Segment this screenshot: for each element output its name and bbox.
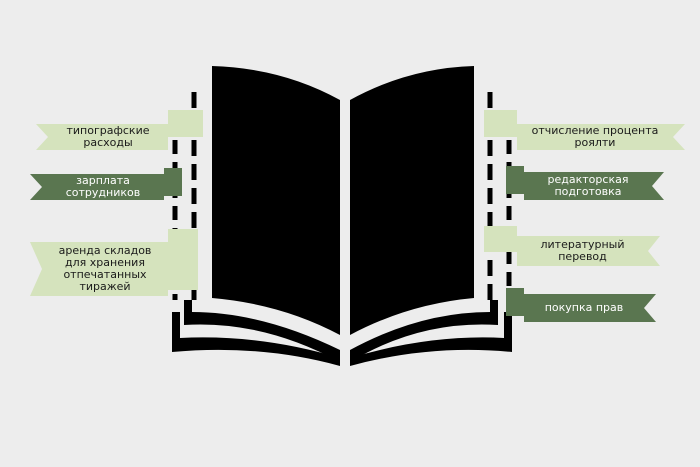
ribbon-flag-rights xyxy=(506,288,524,316)
ribbon-label-line: перевод xyxy=(558,250,607,263)
ribbon-label-line: отпечатанных xyxy=(63,268,147,281)
ribbon-label-line: подготовка xyxy=(554,185,622,198)
book-page-stack-right xyxy=(350,300,498,362)
book-base-left xyxy=(172,312,340,366)
ribbon-label-line: отчисление процента xyxy=(531,124,659,137)
ribbon-flag-printing xyxy=(168,110,203,137)
ribbon-body-rights xyxy=(524,294,656,322)
ribbon-label-line: расходы xyxy=(83,136,133,149)
ribbon-label-line: тиражей xyxy=(79,280,131,293)
ribbon-flag-editing xyxy=(506,166,524,194)
ribbon-label-line: сотрудников xyxy=(65,186,141,199)
ribbon-label-line: для хранения xyxy=(65,256,145,269)
ribbon-body-salary xyxy=(30,174,164,200)
ribbons-layer xyxy=(30,110,685,322)
ribbon-flag-salary xyxy=(164,168,182,196)
ribbon-body-editing xyxy=(524,172,664,200)
ribbon-label-line: редакторская xyxy=(547,173,629,186)
ribbon-label-line: аренда складов xyxy=(58,244,152,257)
ribbon-label-line: покупка прав xyxy=(544,301,624,314)
ribbon-label-line: литературный xyxy=(540,238,625,251)
ribbon-label-line: роялти xyxy=(574,136,616,149)
ribbon-label-line: типографские xyxy=(66,124,150,137)
ribbon-body-translation xyxy=(517,236,660,266)
book-page-stack-left xyxy=(184,300,340,362)
book-base-right xyxy=(350,312,512,366)
ribbon-label-rights: покупка прав xyxy=(524,302,644,314)
ribbon-flag-translation xyxy=(484,226,517,252)
book-page-left xyxy=(212,66,340,335)
ribbon-body-royalty xyxy=(517,124,685,150)
book-page-right xyxy=(350,66,474,335)
ribbon-flag-warehouse xyxy=(168,229,198,290)
open-book-icon xyxy=(172,66,512,366)
ribbon-label-line: зарплата xyxy=(76,174,130,187)
ribbon-body-printing xyxy=(36,124,168,150)
ribbon-flag-royalty xyxy=(484,110,517,137)
ribbon-body-warehouse xyxy=(30,242,168,296)
